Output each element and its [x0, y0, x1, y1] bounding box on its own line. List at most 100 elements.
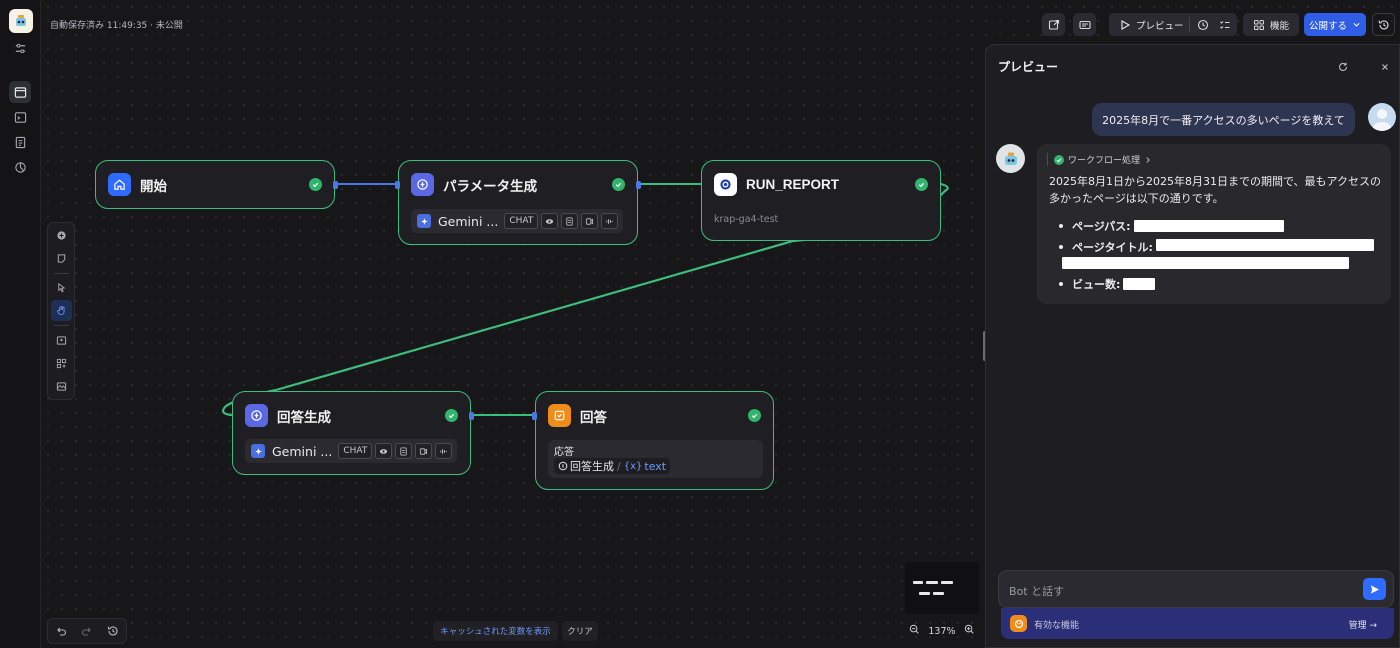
- bot-avatar: [996, 144, 1025, 173]
- undo-icon: [57, 627, 67, 636]
- enabled-features-bar[interactable]: 有効な機能 管理 →: [1001, 608, 1394, 639]
- video-icon: [415, 443, 433, 459]
- env-icon: [1078, 20, 1091, 29]
- node-parameter-generation[interactable]: パラメータ生成 Gemini ... CHAT: [395, 160, 641, 245]
- vision-icon: [541, 213, 559, 229]
- manage-features-button[interactable]: 管理 →: [1349, 618, 1377, 631]
- output-port[interactable]: [333, 181, 338, 189]
- redacted-value: [1123, 278, 1156, 290]
- play-icon: [1121, 19, 1131, 30]
- redacted-value: [1155, 239, 1374, 251]
- add-note-button[interactable]: [51, 248, 72, 269]
- model-name: Gemini ...: [272, 443, 333, 459]
- pointer-tool-button[interactable]: [51, 277, 72, 298]
- chat-input-box[interactable]: Bot と話す: [998, 570, 1394, 608]
- success-check-icon: [309, 178, 322, 191]
- preview-group: プレビュー: [1109, 13, 1237, 36]
- terminal-icon[interactable]: [9, 106, 31, 128]
- minimap-toggle-button[interactable]: [51, 376, 72, 397]
- node-title: 回答: [580, 409, 607, 425]
- node-subtitle: krap-ga4-test: [714, 214, 779, 225]
- node-start[interactable]: 開始: [95, 160, 338, 209]
- chat-input-placeholder: Bot と話す: [1009, 585, 1065, 598]
- ref-variable: text: [644, 459, 667, 473]
- gemini-icon: [417, 214, 431, 228]
- document-icon[interactable]: [9, 131, 31, 153]
- workflow-tab-icon[interactable]: [9, 81, 31, 103]
- output-port[interactable]: [636, 181, 641, 189]
- add-node-button[interactable]: [51, 225, 72, 246]
- response-label: 応答: [554, 447, 574, 458]
- success-check-icon: [445, 409, 458, 422]
- env-button[interactable]: [1073, 13, 1096, 36]
- audio-icon: [601, 213, 619, 229]
- canvas-tool-palette: [47, 222, 75, 400]
- clear-button[interactable]: クリア: [562, 621, 598, 641]
- input-port[interactable]: [532, 412, 537, 420]
- redacted-value: [1062, 257, 1349, 269]
- bullet-label: ページタイトル:: [1072, 241, 1153, 254]
- node-title: RUN_REPORT: [746, 177, 840, 192]
- undo-button[interactable]: [55, 622, 67, 641]
- llm-icon: [558, 461, 568, 471]
- list-item: ページパス:: [1059, 216, 1389, 236]
- close-icon[interactable]: [1379, 61, 1391, 73]
- redo-icon: [81, 627, 91, 636]
- bullet-label: ページパス:: [1072, 220, 1131, 233]
- node-answer[interactable]: 回答 応答 回答生成 / {x} text: [532, 391, 774, 490]
- redo-button[interactable]: [81, 622, 93, 641]
- bot-answer-text: 2025年8月1日から2025年8月31日までの期間で、最もアクセスの多かったペ…: [1049, 175, 1381, 205]
- analytics-icon[interactable]: [9, 156, 31, 178]
- settings-sliders-icon[interactable]: [9, 37, 31, 59]
- model-selector[interactable]: Gemini ... CHAT: [411, 209, 624, 233]
- bot-answer-list: ページパス: ページタイトル: ビュー数:: [1059, 216, 1389, 294]
- node-answer-generation[interactable]: 回答生成 Gemini ... CHAT: [232, 391, 474, 475]
- manage-label: 管理: [1348, 621, 1367, 631]
- zoom-out-icon: [909, 624, 919, 634]
- share-button[interactable]: [1042, 13, 1065, 36]
- model-selector[interactable]: Gemini ... CHAT: [245, 439, 458, 463]
- list-item: ビュー数:: [1059, 274, 1389, 294]
- version-history-button[interactable]: [1372, 13, 1395, 36]
- history-run-button[interactable]: [1194, 13, 1212, 36]
- workflow-process-toggle[interactable]: ワークフロー処理: [1047, 153, 1152, 166]
- features-icon: [1010, 615, 1027, 632]
- show-cached-variables-button[interactable]: キャッシュされた変数を表示: [433, 621, 558, 641]
- response-config[interactable]: 応答 回答生成 / {x} text: [548, 440, 763, 478]
- zoom-out-button[interactable]: [909, 624, 920, 638]
- zoom-in-button[interactable]: [964, 624, 975, 638]
- panel-resize-handle[interactable]: [983, 331, 986, 361]
- audio-icon: [435, 443, 453, 459]
- organize-layout-button[interactable]: [51, 353, 72, 374]
- node-title: 開始: [140, 178, 167, 194]
- change-history-button[interactable]: [107, 622, 119, 641]
- publish-button[interactable]: 公開する: [1304, 13, 1366, 36]
- preview-title: プレビュー: [998, 60, 1059, 74]
- answer-icon: [548, 404, 571, 427]
- features-button[interactable]: 機能: [1243, 13, 1299, 36]
- variable-reference[interactable]: 回答生成 / {x} text: [554, 458, 671, 474]
- zoom-level[interactable]: 137%: [928, 625, 956, 637]
- preview-button[interactable]: プレビュー: [1136, 20, 1184, 32]
- zoom-control: 137%: [905, 620, 979, 642]
- arrow-right-icon: →: [1369, 621, 1377, 631]
- bot-message: ワークフロー処理 2025年8月1日から2025年8月31日までの期間で、最もア…: [1037, 144, 1391, 304]
- bot-logo[interactable]: [9, 9, 33, 33]
- features-label: 機能: [1269, 20, 1289, 32]
- edges-layer: [222, 182, 949, 417]
- input-port[interactable]: [395, 181, 400, 189]
- refresh-icon[interactable]: [1337, 61, 1349, 73]
- checklist-button[interactable]: [1216, 13, 1234, 36]
- node-run-report[interactable]: RUN_REPORT krap-ga4-test: [701, 160, 941, 241]
- minimap[interactable]: [905, 562, 979, 614]
- success-check-icon: [748, 409, 761, 422]
- output-port[interactable]: [469, 412, 474, 420]
- export-image-button[interactable]: [51, 330, 72, 351]
- redacted-value: [1133, 220, 1284, 232]
- variable-icon: {x}: [623, 460, 643, 472]
- send-button[interactable]: [1363, 578, 1386, 600]
- hand-tool-button[interactable]: [51, 300, 72, 321]
- node-title: 回答生成: [277, 409, 331, 425]
- model-name: Gemini ...: [438, 213, 499, 229]
